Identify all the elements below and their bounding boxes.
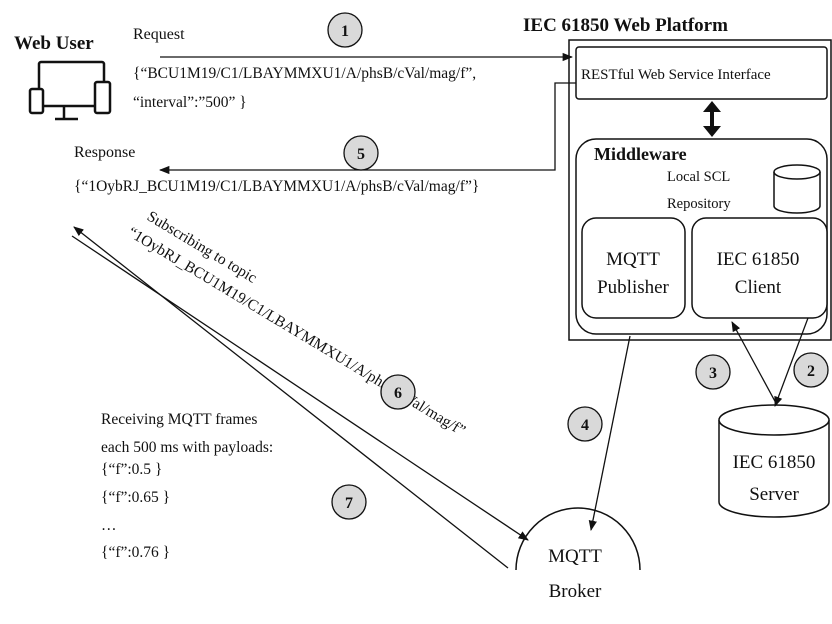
subscribe-arrow xyxy=(71,235,529,541)
mqtt-broker-label-line1: MQTT xyxy=(548,546,602,567)
web-user-devices-icon xyxy=(28,60,112,121)
step-6-label: 6 xyxy=(394,385,402,402)
platform-box xyxy=(568,39,832,341)
mqtt-publisher-label-line1: MQTT xyxy=(606,249,660,270)
iec-server-label-line1: IEC 61850 xyxy=(733,452,816,473)
mqtt-publisher-box xyxy=(581,217,686,319)
step-2-label: 2 xyxy=(807,363,815,380)
step-7-label: 7 xyxy=(345,495,353,512)
step-1-label: 1 xyxy=(341,23,349,40)
publish-arrow xyxy=(588,335,631,532)
local-scl-label-line1: Local SCL xyxy=(667,169,730,185)
bidirectional-arrow xyxy=(703,101,721,137)
middleware-label: Middleware xyxy=(594,144,687,164)
mqtt-publisher-label-line2: Publisher xyxy=(597,277,669,298)
request-path-text: {“BCU1M19/C1/LBAYMMXU1/A/phsB/cVal/mag/f… xyxy=(133,65,476,82)
receiving-payload-3: {“f”:0.76 } xyxy=(101,544,170,561)
receiving-ellipsis: … xyxy=(101,517,117,534)
mqtt-broker-label-line2: Broker xyxy=(549,581,602,602)
response-topic-text: {“1OybRJ_BCU1M19/C1/LBAYMMXU1/A/phsB/cVa… xyxy=(74,178,479,195)
step-5-label: 5 xyxy=(357,146,365,163)
response-label: Response xyxy=(74,144,135,161)
request-interval-text: “interval”:”500” } xyxy=(133,94,247,111)
step-6-badge: 6 xyxy=(380,374,416,410)
receiving-text-line2: each 500 ms with payloads: xyxy=(101,439,273,456)
step-3-badge: 3 xyxy=(695,354,731,390)
iec-client-label-line2: Client xyxy=(735,277,782,298)
platform-title: IEC 61850 Web Platform xyxy=(523,15,728,36)
iec-server-label-line2: Server xyxy=(749,484,799,505)
iec-client-label-line1: IEC 61850 xyxy=(717,249,800,270)
web-user-label: Web User xyxy=(14,33,94,54)
step-7-badge: 7 xyxy=(331,484,367,520)
step-2-badge: 2 xyxy=(793,352,829,388)
step-4-badge: 4 xyxy=(567,406,603,442)
step-3-label: 3 xyxy=(709,365,717,382)
iec-server-database xyxy=(718,404,830,518)
receiving-text-line1: Receiving MQTT frames xyxy=(101,411,257,428)
receiving-payload-1: {“f”:0.5 } xyxy=(101,461,162,478)
restful-interface-box xyxy=(575,46,828,100)
step-4-label: 4 xyxy=(581,417,589,434)
receiving-payload-2: {“f”:0.65 } xyxy=(101,489,170,506)
restful-interface-label: RESTful Web Service Interface xyxy=(581,67,771,83)
client-to-server-arrow xyxy=(774,317,809,407)
mqtt-broker-circle xyxy=(515,507,641,571)
step-5-badge: 5 xyxy=(343,135,379,171)
local-scl-label-line2: Repository xyxy=(667,196,731,212)
subscribe-topic-text: “1OybRJ_BCU1M19/C1/LBAYMMXU1/A/phsB/cVal… xyxy=(125,224,468,440)
request-label: Request xyxy=(133,26,185,43)
local-scl-database-icon xyxy=(773,164,821,214)
server-to-client-arrow xyxy=(731,321,778,406)
iec-client-box xyxy=(691,217,828,319)
step-1-badge: 1 xyxy=(327,12,363,48)
mqtt-frames-arrow xyxy=(73,226,509,569)
